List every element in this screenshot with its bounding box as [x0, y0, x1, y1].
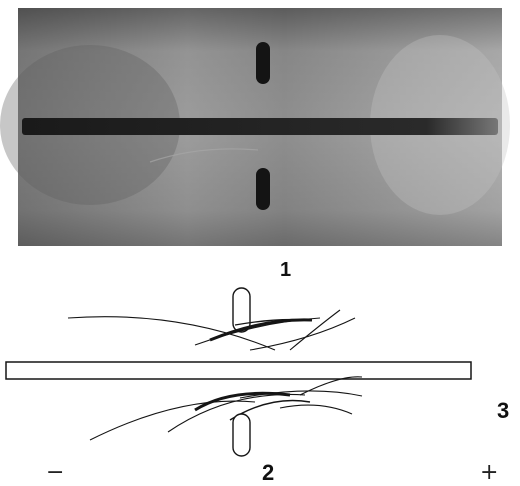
- precipitin-arc-bottom-6: [280, 405, 352, 414]
- gel-diagram: [6, 288, 471, 456]
- panel-number-label: 3: [497, 400, 509, 422]
- photo-number-label: 1: [280, 260, 291, 280]
- photo-trough: [22, 118, 498, 135]
- precipitin-arc-top-6: [290, 310, 340, 350]
- gel-photograph: [0, 8, 510, 246]
- diagram-trough: [6, 362, 471, 379]
- photo-well-bottom: [256, 168, 270, 210]
- cathode-sign: −: [46, 462, 64, 484]
- drawing-number-label: 2: [262, 462, 274, 484]
- precipitin-arc-bottom-1: [90, 401, 255, 440]
- precipitin-arc-top-3: [210, 320, 312, 340]
- photo-well-top: [256, 42, 270, 84]
- anode-sign: +: [480, 462, 498, 484]
- diagram-well-bottom: [233, 414, 250, 456]
